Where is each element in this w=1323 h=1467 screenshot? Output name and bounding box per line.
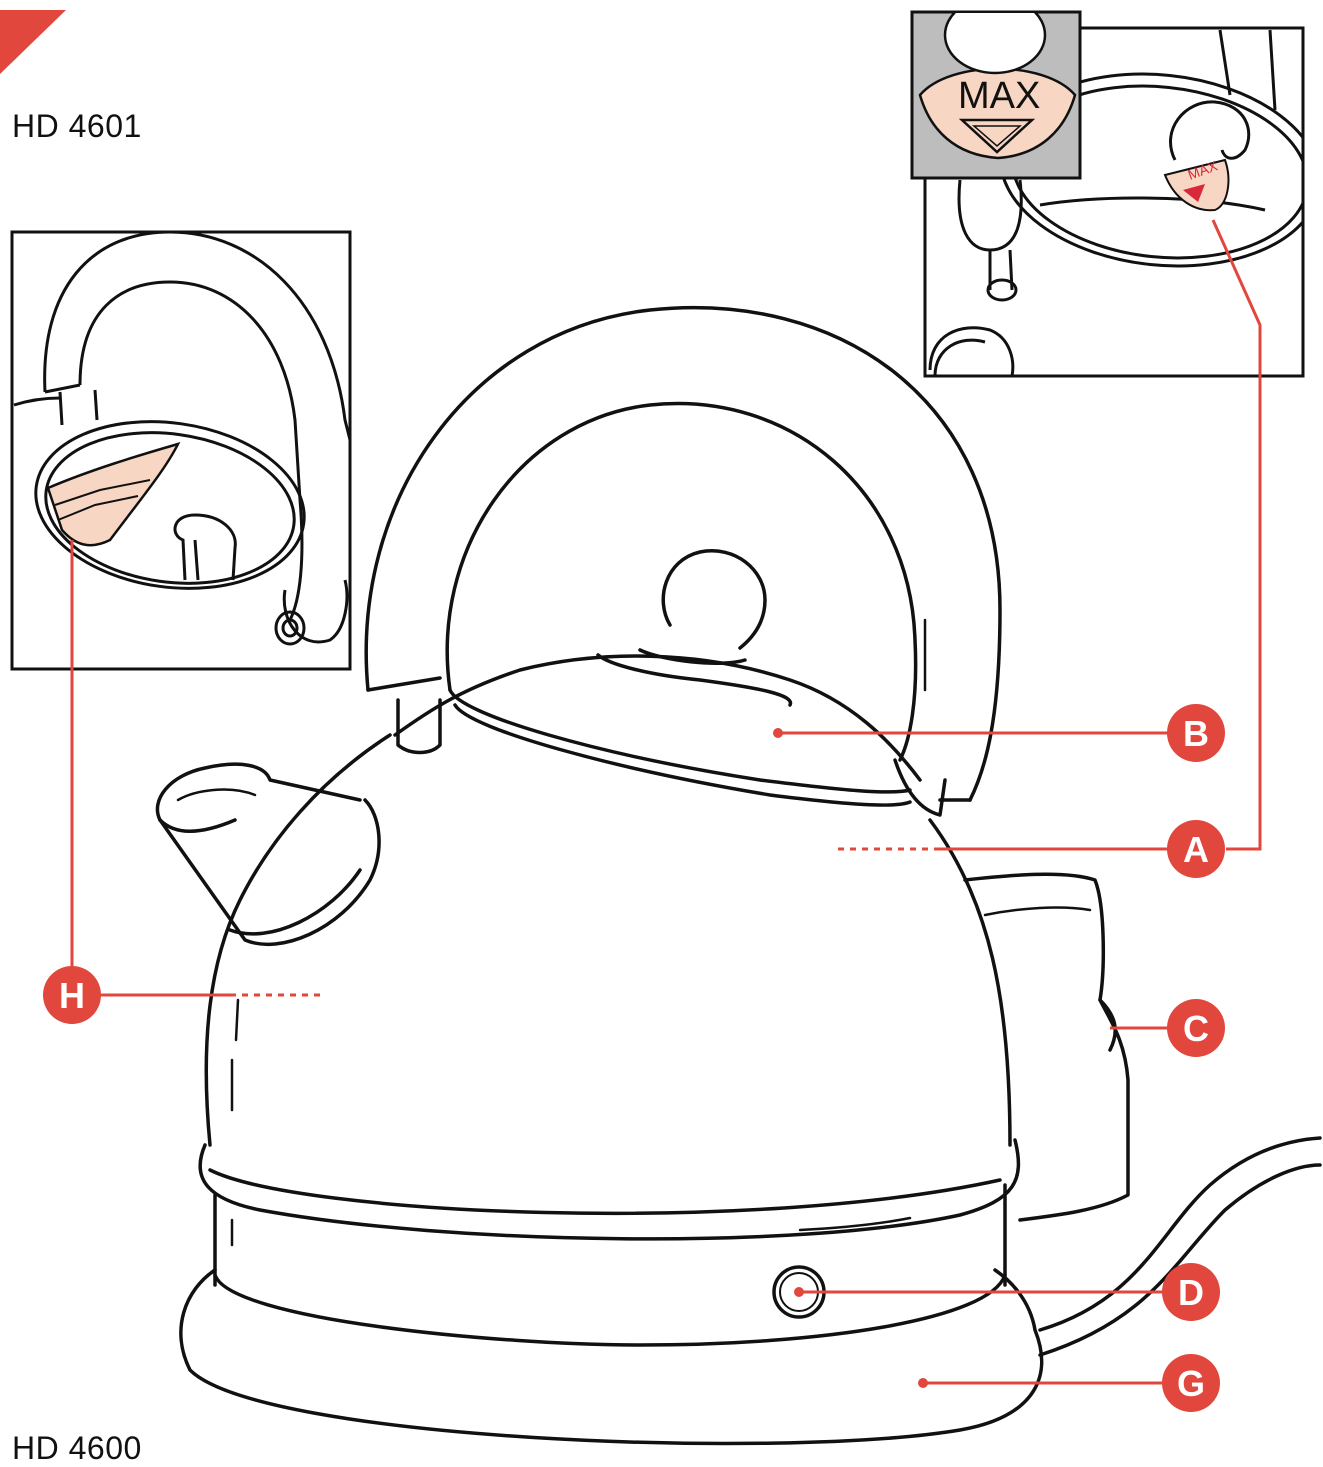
- kettle: [155, 305, 1322, 1446]
- corner-triangle: [0, 10, 66, 74]
- callout-badges: B A C D G H: [43, 704, 1225, 1412]
- svg-text:C: C: [1183, 1008, 1209, 1049]
- max-label: MAX: [958, 75, 1040, 117]
- max-zoom: MAX: [910, 10, 1082, 180]
- callout-b: B: [1167, 704, 1225, 762]
- callout-a: A: [1167, 820, 1225, 878]
- svg-text:A: A: [1183, 829, 1209, 870]
- svg-text:G: G: [1177, 1363, 1205, 1404]
- svg-text:H: H: [59, 975, 85, 1016]
- callout-dot-b: [773, 728, 783, 738]
- svg-text:D: D: [1178, 1272, 1204, 1313]
- callout-g: G: [1162, 1354, 1220, 1412]
- callout-lines: [70, 219, 1262, 1385]
- callout-dot-g: [918, 1378, 928, 1388]
- filter-inset: [10, 230, 352, 671]
- callout-dot-d: [794, 1287, 804, 1297]
- model-label-top: HD 4601: [12, 108, 142, 144]
- callout-c: C: [1167, 999, 1225, 1057]
- callout-h: H: [43, 966, 101, 1024]
- model-label-bottom: HD 4600: [12, 1430, 142, 1466]
- callout-d: D: [1162, 1263, 1220, 1321]
- svg-text:B: B: [1183, 713, 1209, 754]
